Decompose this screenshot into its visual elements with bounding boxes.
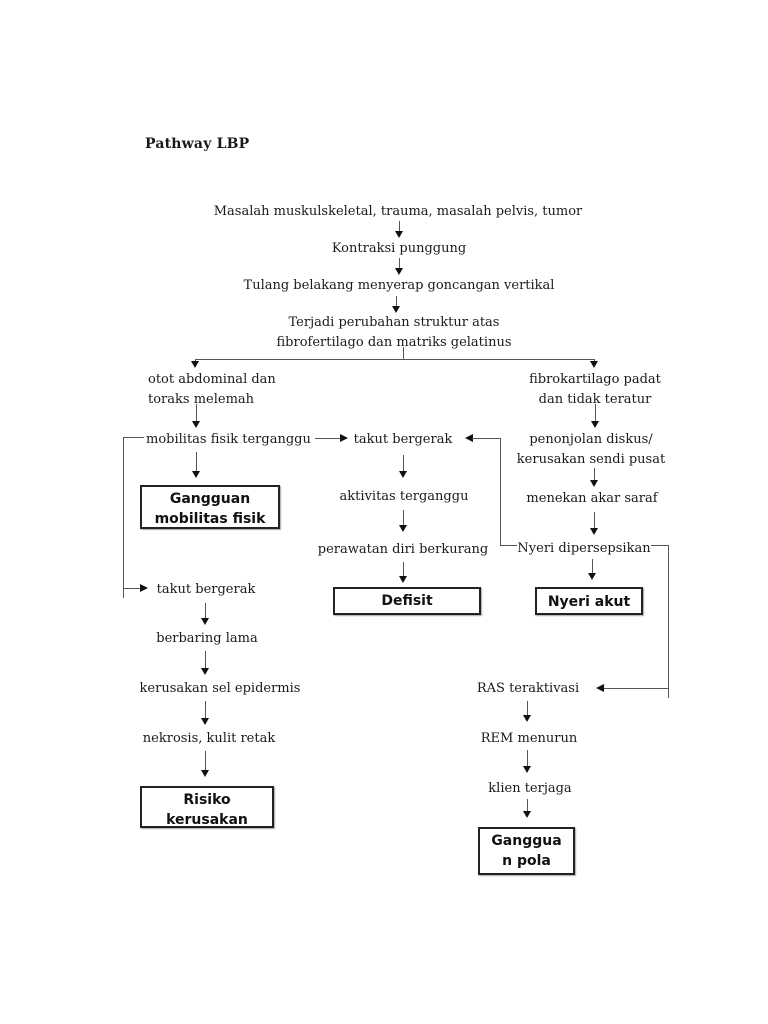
connector-line — [604, 688, 668, 689]
connector-line — [195, 359, 595, 360]
node-penonjolan-diskus: penonjolan diskus/ kerusakan sendi pusat — [516, 432, 666, 467]
node-mobilitas-fisik-terganggu: mobilitas fisik terganggu — [146, 432, 311, 447]
flow-arrow-down — [588, 559, 597, 580]
node-terjadi-perubahan: Terjadi perubahan struktur atas fibrofer… — [276, 315, 512, 350]
flow-arrow-right — [340, 434, 348, 442]
flow-arrow-down — [590, 512, 599, 535]
connector-line — [651, 545, 668, 546]
flow-arrow-down — [395, 221, 404, 238]
connector-line — [472, 438, 500, 439]
flow-arrow-down — [392, 296, 401, 313]
flow-arrow-down — [399, 510, 408, 532]
node-rem-menurun: REM menurun — [480, 731, 578, 746]
node-kerusakan-sel-epidermis: kerusakan sel epidermis — [139, 681, 301, 696]
node-klien-terjaga: klien terjaga — [488, 781, 572, 796]
flow-arrow-down — [399, 455, 408, 478]
node-ras-teraktivasi: RAS teraktivasi — [476, 681, 580, 696]
flow-arrow-left — [465, 434, 473, 442]
flow-arrow-down — [201, 701, 210, 725]
flow-arrow-down — [591, 404, 600, 428]
diagnosis-box-nyeri-akut: Nyeri akut — [535, 587, 643, 615]
node-berbaring-lama: berbaring lama — [156, 631, 258, 646]
node-fibrokartilago-padat: fibrokartilago padat dan tidak teratur — [529, 372, 661, 407]
flow-arrow-down — [201, 651, 210, 675]
node-menekan-akar-saraf: menekan akar saraf — [526, 491, 658, 506]
node-takut-bergerak-tengah: takut bergerak — [353, 432, 453, 447]
connector-line — [123, 588, 140, 589]
page-title: Pathway LBP — [145, 136, 250, 152]
node-kontraksi-punggung: Kontraksi punggung — [331, 241, 467, 256]
node-otot-abdominal: otot abdominal dan toraks melemah — [148, 372, 276, 407]
flow-arrow-down — [191, 359, 200, 368]
flow-arrow-down — [590, 359, 599, 368]
node-perawatan-diri-berkurang: perawatan diri berkurang — [317, 542, 489, 557]
flow-arrow-down — [590, 468, 599, 487]
flow-arrow-left — [596, 684, 604, 692]
node-masalah-muskulskeletal: Masalah muskulskeletal, trauma, masalah … — [213, 204, 583, 219]
connector-line — [668, 545, 669, 698]
connector-line — [500, 545, 517, 546]
connector-line — [403, 347, 404, 359]
connector-line — [500, 438, 501, 545]
flow-arrow-down — [399, 562, 408, 583]
diagnosis-box-gangguan-mobilitas: Gangguan mobilitas fisik — [140, 485, 280, 529]
node-takut-bergerak-kiri: takut bergerak — [156, 582, 256, 597]
flow-arrow-down — [201, 751, 210, 777]
flow-arrow-down — [523, 750, 532, 773]
flow-arrow-down — [523, 701, 532, 722]
flow-arrow-down — [395, 258, 404, 275]
node-nekrosis-kulit-retak: nekrosis, kulit retak — [142, 731, 276, 746]
node-nyeri-dipersepsikan: Nyeri dipersepsikan — [517, 541, 651, 556]
node-aktivitas-terganggu: aktivitas terganggu — [339, 489, 469, 504]
connector-line — [123, 437, 124, 598]
connector-line — [123, 437, 144, 438]
flow-arrow-down — [523, 799, 532, 818]
diagnosis-box-risiko-kerusakan: Risiko kerusakan — [140, 786, 274, 828]
flow-arrow-down — [201, 603, 210, 625]
flow-arrow-down — [192, 452, 201, 478]
connector-line — [315, 438, 340, 439]
node-tulang-belakang: Tulang belakang menyerap goncangan verti… — [243, 278, 555, 293]
flow-arrow-down — [192, 404, 201, 428]
flow-arrow-right — [140, 584, 148, 592]
diagnosis-box-gangguan-pola-tidur: Ganggua n pola tidur — [478, 827, 575, 875]
diagnosis-box-defisit-perawatan-diri: Defisit Perawatan Diri — [333, 587, 481, 615]
